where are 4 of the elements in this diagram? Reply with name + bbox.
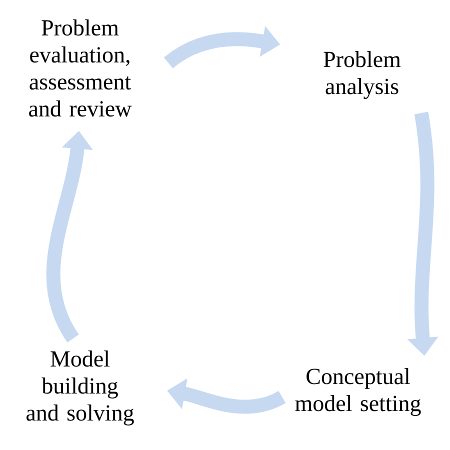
step-label: Problem evaluation, assessment and review	[29, 19, 132, 117]
step-label: Problem analysis	[324, 51, 401, 99]
step-label: Conceptual model setting	[295, 368, 421, 416]
step-label: Model building and solving	[26, 350, 134, 426]
